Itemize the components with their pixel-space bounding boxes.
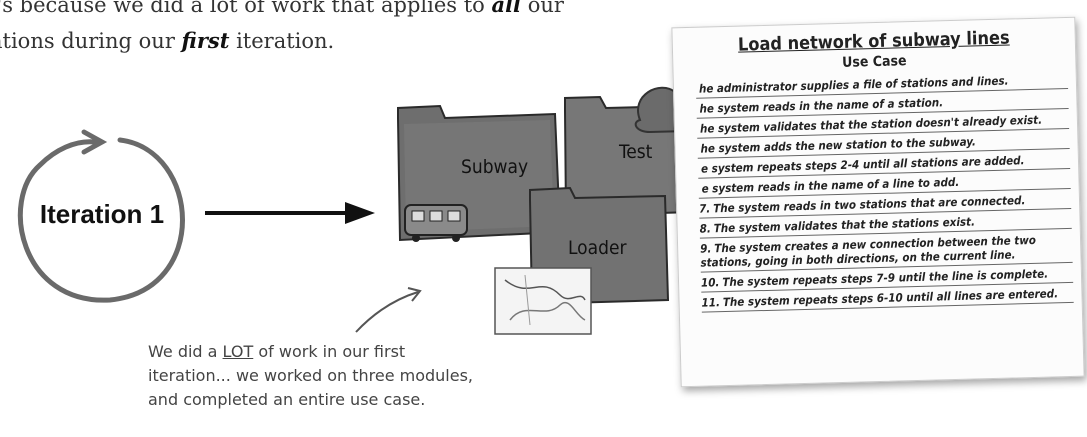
note-line-1-post: of work in our first [253, 342, 406, 361]
note-line-1-emphasis: LOT [222, 342, 254, 361]
intro-line-1-tail: our [521, 0, 564, 17]
step-number: 9. [699, 241, 712, 256]
subway-map-thumbnail [494, 267, 592, 335]
intro-line-2-emphasis: first [181, 28, 230, 53]
intro-line-1: t's because we did a lot of work that ap… [0, 0, 564, 23]
step-number: 10. [700, 275, 720, 290]
handwritten-note: We did a LOT of work in our first iterat… [148, 340, 508, 412]
loader-folder-label: Loader [568, 237, 627, 259]
note-pointer-arrow [355, 291, 419, 333]
iteration-circle-arrowhead [81, 129, 108, 155]
intro-line-2-tail: iteration. [229, 29, 335, 53]
note-line-3: and completed an entire use case. [148, 390, 426, 409]
step-text: The system creates a new connection betw… [700, 232, 1037, 270]
note-line-2: iteration... we worked on three modules, [148, 366, 473, 385]
main-arrow-head [345, 202, 375, 224]
step-number: 11. [701, 295, 721, 310]
intro-line-1-text: t's because we did a lot of work that ap… [0, 0, 492, 17]
use-case-steps: he administrator supplies a file of stat… [674, 68, 1082, 313]
use-case-card: Load network of subway lines Use Case he… [671, 16, 1085, 388]
note-line-1-pre: We did a [148, 342, 223, 361]
iteration-label: Iteration 1 [39, 199, 165, 229]
subway-car-icon [404, 204, 468, 242]
intro-line-2-text: ations during our [0, 29, 182, 53]
step-number: 7. [698, 201, 711, 216]
iteration-circle [17, 137, 185, 303]
test-folder-label: Test [619, 141, 653, 163]
intro-paragraph: t's because we did a lot of work that ap… [0, 0, 564, 59]
intro-line-1-emphasis: all [491, 0, 522, 17]
subway-folder-label: Subway [461, 156, 529, 178]
intro-line-2: ations during our first iteration. [0, 23, 560, 59]
step-number: 8. [699, 221, 711, 236]
note-line-1: We did a LOT of work in our first [148, 340, 508, 364]
